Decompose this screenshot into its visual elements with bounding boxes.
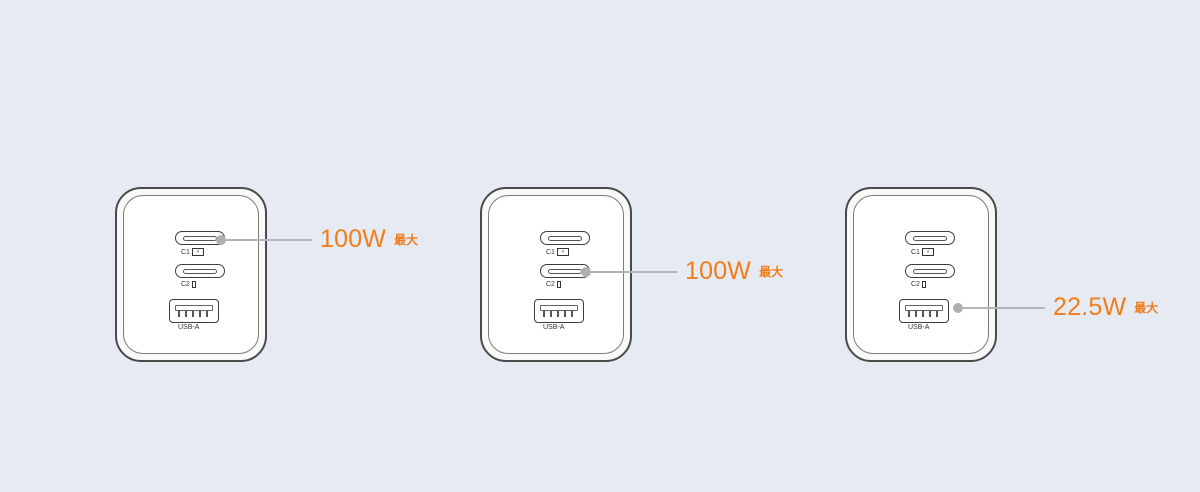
callout-c2-output: 100W 最大	[581, 257, 783, 286]
phone-icon	[921, 281, 926, 288]
charger-diagram-1: C1 ⚡ C2 USB-A	[115, 187, 267, 362]
callout-line	[963, 306, 1045, 309]
usb-c1-port	[540, 231, 590, 245]
max-label: 最大	[394, 233, 419, 247]
callout-line	[591, 270, 677, 273]
callout-dot	[581, 266, 591, 277]
c2-port-label: C2	[181, 281, 196, 288]
charger-diagram-2: C1 ⚡ C2 USB-A	[480, 187, 632, 362]
callout-usba-output: 22.5W 最大	[953, 293, 1158, 322]
charger-diagram-3: C1 ⚡ C2 USB-A	[845, 187, 997, 362]
usb-a-port	[169, 299, 219, 323]
c1-port-label: C1 ⚡	[911, 248, 934, 256]
usb-c2-port	[175, 264, 225, 278]
fast-charge-icon: ⚡	[556, 248, 569, 256]
usb-a-port-label: USB-A	[908, 324, 930, 331]
callout-dot	[953, 302, 963, 313]
c1-port-label: C1 ⚡	[546, 248, 569, 256]
c2-port-label: C2	[546, 281, 561, 288]
fast-charge-icon: ⚡	[921, 248, 934, 256]
callout-dot	[216, 234, 226, 245]
max-label: 最大	[1134, 301, 1159, 315]
usb-a-port-label: USB-A	[543, 324, 565, 331]
c1-port-label: C1 ⚡	[181, 248, 204, 256]
phone-icon	[556, 281, 561, 288]
usb-c2-port	[540, 264, 590, 278]
c2-port-label: C2	[911, 281, 926, 288]
max-label: 最大	[759, 265, 784, 279]
usb-a-port	[899, 299, 949, 323]
wattage-label: 100W	[320, 225, 387, 253]
callout-c1-output: 100W 最大	[216, 225, 418, 254]
wattage-label: 100W	[685, 257, 752, 285]
usb-c1-port	[905, 231, 955, 245]
usb-c2-port	[905, 264, 955, 278]
usb-a-port	[534, 299, 584, 323]
fast-charge-icon: ⚡	[191, 248, 204, 256]
phone-icon	[191, 281, 196, 288]
usb-a-port-label: USB-A	[178, 324, 200, 331]
wattage-label: 22.5W	[1053, 293, 1127, 321]
callout-line	[226, 238, 312, 241]
